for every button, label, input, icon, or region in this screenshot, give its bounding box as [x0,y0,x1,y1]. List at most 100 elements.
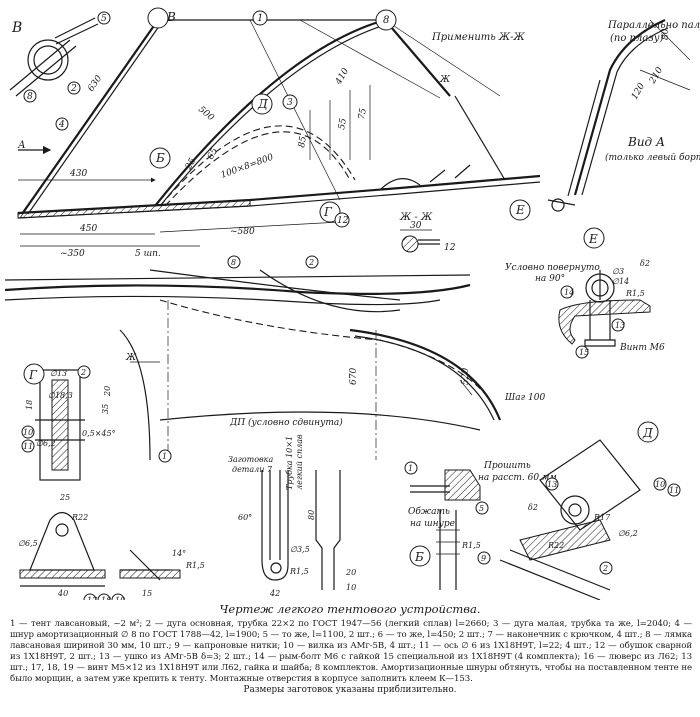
step-label: Шаг 100 [504,393,545,403]
dim: 40 [57,589,68,598]
dim: R22 [547,541,564,550]
wrap-note: на шнуре [410,519,455,529]
wrap-note: Обжать [408,506,450,517]
callout: 1 [257,13,263,24]
callout: 8 [27,92,33,102]
view-a [509,18,691,221]
callout: 10 [655,480,665,489]
callout: 2 [602,564,608,573]
dim: ∅6,5 [18,539,38,548]
view-label: Г [323,205,333,219]
dim: R17 [593,513,611,522]
side-view [9,7,541,247]
view-label: Б [414,550,424,564]
dim: 30 [410,221,422,231]
callout: 13 [547,480,557,489]
blank-label: детали 7 [232,465,273,474]
caption: Чертеж легкого тентового устройства. 1 —… [0,602,700,696]
blank-label: Заготовка [228,455,273,464]
detail-d [499,421,681,600]
technical-drawing: В В Б Д Г 1 8 3 4 12 5 2 8 А Применить Ж… [4,7,700,600]
callout: 8 [383,15,389,26]
dim: 670 [349,368,359,385]
dim: 20 [345,568,356,577]
callout: 5 [101,14,107,24]
callout: 9 [481,554,486,563]
dim: R1,5 [289,567,309,576]
dim: 120 [630,81,647,101]
dim: 430 [69,169,87,179]
callout: 2 [70,84,77,94]
view-label: В [11,20,22,36]
drawing-title: Чертеж легкого тентового устройства. [219,602,481,616]
dim: 80 [661,28,671,40]
view-label: Д [257,97,268,111]
callout: 2 [80,368,86,377]
view-label: В [166,10,176,24]
dim: 210 [647,65,665,86]
zh-mark: Ж [439,75,451,85]
dim: 500 [196,105,216,124]
detail-b [404,461,491,590]
view-label: Б [155,151,165,165]
section-title: Ж - Ж [399,212,433,223]
parts-legend: 1 — тент лавсановый, ~2 м²; 2 — дуга осн… [10,619,692,684]
callout: 19 [115,596,125,600]
dim: ~350 [60,249,85,259]
callout: 10 [23,428,33,437]
callout: 15 [579,348,589,357]
dim: 630 [86,74,104,94]
dim: 520 [461,368,471,385]
callout: 14 [564,288,574,297]
dim: ∅3 [612,267,624,276]
callout: 5 [479,504,484,513]
view-a-subtitle: (только левый борт) [605,152,700,163]
dim: 100×8=800 [220,152,276,180]
stitch-note: на расст. 60 мм [478,473,557,483]
dim: 10 [346,583,356,592]
callout: 1 [162,452,167,461]
callout: 8 [231,258,236,267]
callout: 13 [615,321,625,330]
dim: R1,5 [461,541,481,550]
dim: 25 [59,493,70,502]
dim: ∅3,5 [290,545,310,554]
hook-blank [261,470,341,590]
rotated-note: Условно повернуто [505,263,600,273]
dim: 0,5×45° [82,429,116,438]
dim: 35 [101,404,110,414]
dim: ∅6,2 [618,529,638,538]
dim: 80 [307,510,316,520]
dim: ∅6,2 [36,439,56,448]
screw-note: Винт М6 [619,343,665,353]
dim: 60° [238,513,252,522]
dim: ∅13 [50,369,67,378]
dim: 85 [297,135,309,148]
dim: 75 [357,107,369,120]
dim: R1,5 [185,561,205,570]
dim: 15 [142,589,152,598]
view-a-title: Вид А [627,135,665,149]
dim: 18 [25,400,34,410]
tube-label: легкий сплав [295,434,304,490]
zh-mark: Ж [125,353,137,363]
dim: 14° [172,549,186,558]
dim: ∅14 [612,277,629,286]
parallel-note: (по плазу) [610,33,664,44]
dim: 55 [337,117,349,130]
dim: 65 [206,146,221,161]
apply-note: Применить Ж-Ж [431,32,526,43]
dp-label: ДП (условно сдвинута) [229,417,343,428]
tube-label: Трубка 10×1 [285,436,294,490]
callout: 2 [308,258,314,267]
stitch-note: Прошить [483,461,531,471]
dim: δ2 [640,259,650,268]
dim: ~580 [230,227,255,237]
callout: 12 [337,216,349,226]
arrow-label: А [17,140,26,151]
callout: 11 [23,442,33,451]
view-label: Г [28,368,38,382]
top-view [4,255,502,463]
detail-g [21,363,91,481]
callout: 4 [58,120,65,130]
